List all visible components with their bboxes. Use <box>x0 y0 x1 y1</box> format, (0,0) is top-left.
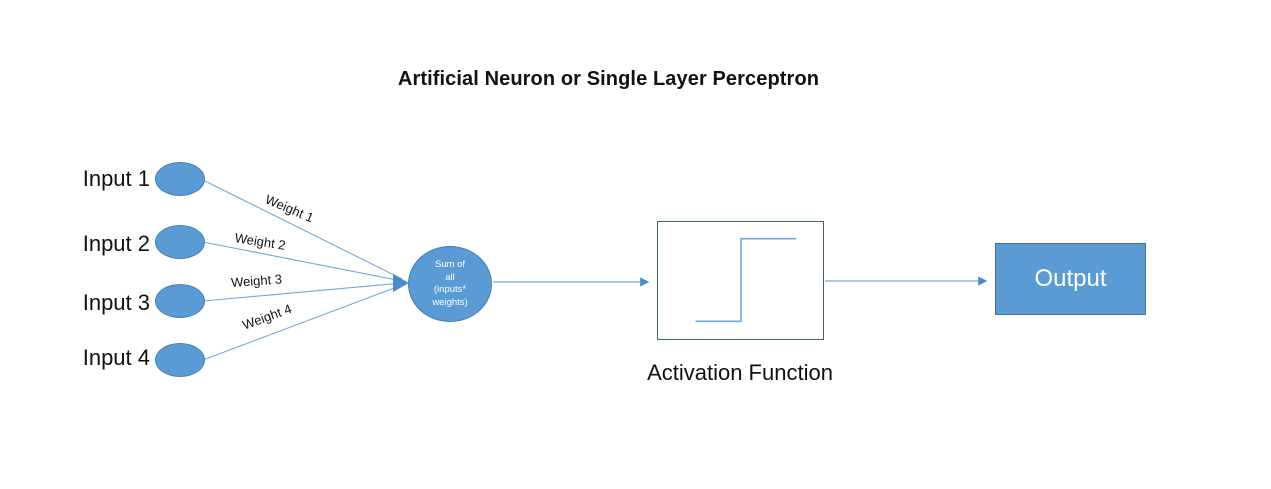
output-label: Output <box>1034 265 1107 292</box>
input-node-1[interactable] <box>155 162 205 196</box>
connector-weight-3 <box>202 282 403 302</box>
summation-line-4: weights) <box>432 296 468 308</box>
input-node-2[interactable] <box>155 225 205 259</box>
connector-weight-1 <box>202 179 403 280</box>
connector-weight-4 <box>202 284 403 361</box>
input-label-2: Input 2 <box>82 231 150 256</box>
input-label-3: Input 3 <box>82 290 150 315</box>
input-node-4[interactable] <box>155 343 205 377</box>
summation-line-1: Sum of <box>434 259 466 270</box>
input-label-1: Input 1 <box>82 166 150 191</box>
connector-weight-2 <box>202 241 403 282</box>
summation-line-3: (inputs* <box>433 284 467 295</box>
input-node-3[interactable] <box>155 284 205 318</box>
page-title: Artificial Neuron or Single Layer Percep… <box>397 68 820 90</box>
sum-input-arrowhead <box>393 274 409 292</box>
summation-line-2: all <box>445 271 455 283</box>
summation-node[interactable]: Sum of all (inputs* weights) <box>408 246 492 322</box>
output-box[interactable]: Output <box>995 243 1146 315</box>
step-function-curve <box>695 237 797 323</box>
input-label-4: Input 4 <box>82 345 150 370</box>
step-function-plot <box>695 237 797 323</box>
activation-function-box[interactable] <box>657 221 824 340</box>
activation-function-caption: Activation Function <box>647 360 833 385</box>
